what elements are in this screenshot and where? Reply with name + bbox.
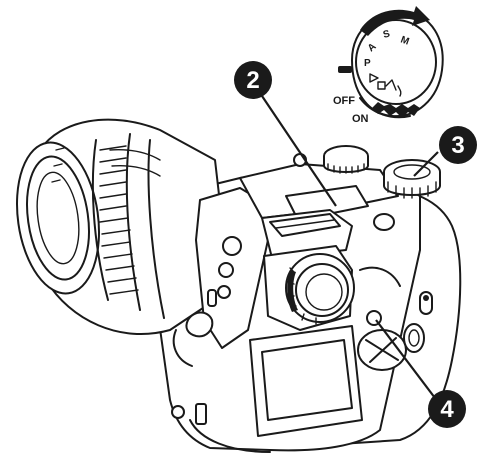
dial-on-label: ON xyxy=(352,113,369,125)
dial-index-mark xyxy=(338,66,352,73)
callout-4-number: 4 xyxy=(440,396,454,423)
callout-4: 4 xyxy=(428,390,466,428)
dial-mode-p: P xyxy=(364,58,371,69)
shutter-dial xyxy=(384,160,440,198)
mode-dial-inset: M S A P OFF ON xyxy=(333,6,443,125)
dial-off-label: OFF xyxy=(333,95,355,107)
camera-body xyxy=(8,120,460,452)
rear-lcd xyxy=(250,326,362,436)
callout-3-number: 3 xyxy=(451,132,464,159)
callout-2: 2 xyxy=(234,61,272,99)
callout-3: 3 xyxy=(439,126,477,164)
callout-2-number: 2 xyxy=(246,67,259,94)
viewfinder-eyepiece xyxy=(264,246,354,330)
rear-dial-left xyxy=(324,146,368,173)
